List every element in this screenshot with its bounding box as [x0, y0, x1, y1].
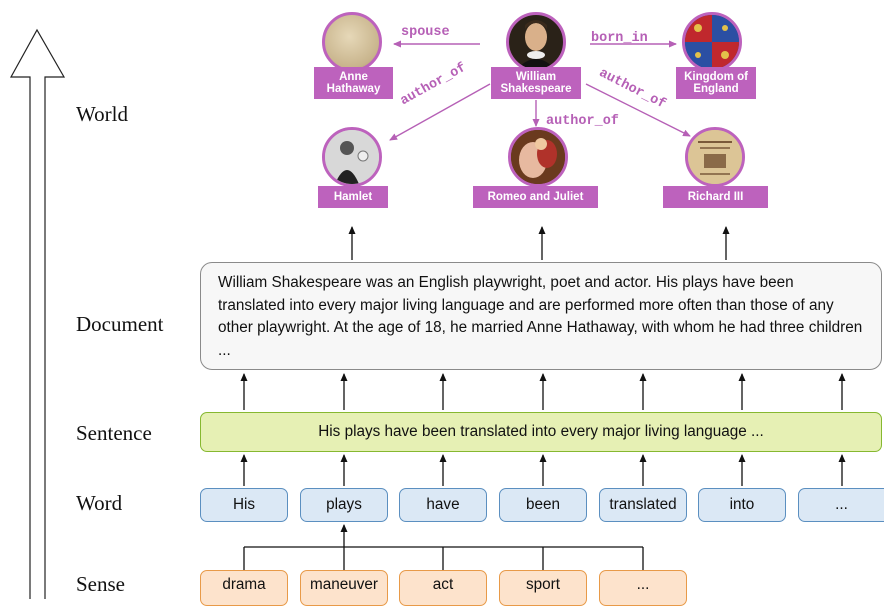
sense-box: ... — [599, 570, 687, 606]
kingdom-of-england-flag — [682, 12, 742, 72]
edge-author-hamlet — [389, 83, 491, 141]
relation-born-in: born_in — [591, 31, 648, 46]
anne-hathaway-portrait — [322, 12, 382, 72]
level-world: World — [76, 102, 128, 126]
entity-kingdom-of-england: Kingdom of England — [676, 67, 756, 99]
hamlet-picture — [322, 127, 382, 187]
entity-william-shakespeare: William Shakespeare — [491, 67, 581, 99]
edge-author-richard — [585, 83, 691, 137]
word-box: His — [200, 488, 288, 522]
word-box: translated — [599, 488, 687, 522]
level-sentence: Sentence — [76, 421, 152, 445]
word-box: plays — [300, 488, 388, 522]
sense-box: drama — [200, 570, 288, 606]
entity-hamlet: Hamlet — [318, 186, 388, 208]
word-box: ... — [798, 488, 884, 522]
entity-romeo-and-juliet: Romeo and Juliet — [473, 186, 598, 208]
relation-spouse: spouse — [401, 25, 450, 40]
level-sense: Sense — [76, 572, 125, 596]
level-document: Document — [76, 312, 164, 336]
relation-author-of-middle: author_of — [546, 114, 619, 129]
word-box: been — [499, 488, 587, 522]
entity-richard-iii: Richard III — [663, 186, 768, 208]
sense-box: act — [399, 570, 487, 606]
william-shakespeare-portrait — [506, 12, 566, 72]
romeo-and-juliet-picture — [508, 127, 568, 187]
sense-box: sport — [499, 570, 587, 606]
word-box: into — [698, 488, 786, 522]
entity-anne-hathaway: Anne Hathaway — [314, 67, 393, 99]
hierarchy-arrow — [9, 28, 66, 599]
word-box: have — [399, 488, 487, 522]
richard-iii-picture — [685, 127, 745, 187]
sentence-box: His plays have been translated into ever… — [200, 412, 882, 452]
sense-box: maneuver — [300, 570, 388, 606]
level-word: Word — [76, 491, 123, 515]
document-box: William Shakespeare was an English playw… — [200, 262, 882, 370]
